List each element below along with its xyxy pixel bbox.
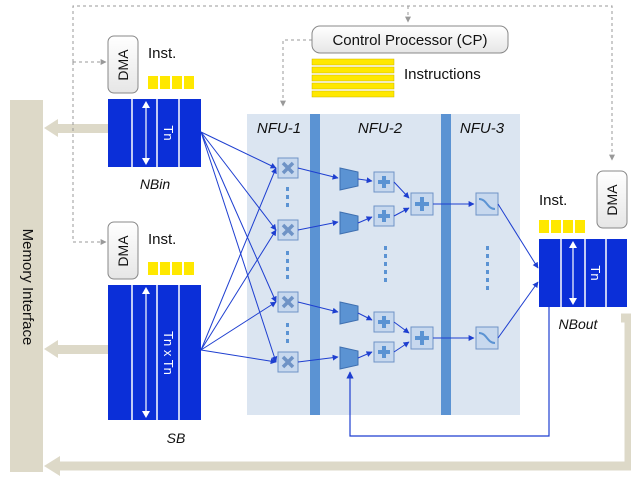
control-line-dma-sb [72,62,107,245]
nfu-pipeline-bar-1 [310,114,320,415]
multiplier-icon [277,351,299,373]
max-unit-icon [339,346,359,370]
nbin-dma-box [107,35,139,94]
max-unit-icon [339,211,359,235]
nbin-size-label: Tn [161,125,176,140]
sb-inst-queue [148,262,194,275]
memory-interface-label: Memory Interface [19,229,36,346]
nbin-inst-label: Inst. [148,45,176,62]
nfu2-units [339,167,434,370]
nfu1-label: NFU-1 [257,120,301,137]
nfu3-label: NFU-3 [460,120,505,137]
nbin-bus [56,124,108,133]
adder-icon [373,311,395,333]
max-unit-icon [339,167,359,191]
nbin-bus-arrowhead [44,119,58,137]
adder-icon [410,326,434,350]
adder-icon [373,341,395,363]
nbout-return-path [58,313,631,471]
adder-icon [373,205,395,227]
sb-inst-label: Inst. [148,231,176,248]
multiplier-icon [277,157,299,179]
nfu2-to-nfu3-wires [433,201,475,341]
nfu1-to-nfu2-wires [297,167,339,363]
input-wires [200,131,278,365]
nfu2-label: NFU-2 [358,120,403,137]
sb-unit: DMA Inst. Tn x Tn SB [107,221,201,446]
sb-buffer [108,285,201,420]
ellipsis-dots [384,246,387,282]
nbout-dma-label: DMA [604,184,620,216]
multiplier-icon [277,219,299,241]
nbin-buffer [108,99,201,167]
control-line-cp-nfu [280,39,312,107]
feedback-path [346,307,550,437]
sb-dma-box [107,221,139,280]
sb-label: SB [167,430,186,446]
activation-icon [475,192,499,216]
control-lines [72,5,615,245]
nfu3-units [475,192,499,350]
control-line-top [72,5,615,161]
nbout-buffer [539,239,627,307]
nbin-label: NBin [140,176,171,192]
nfu-pipeline-bar-2 [441,114,451,415]
instructions-label: Instructions [404,66,481,83]
nbout-dma-box [596,170,628,229]
nbout-size-label: Tn [588,265,603,280]
control-processor-box [311,25,509,54]
adder-icon [410,192,434,216]
return-arrowhead [44,456,60,476]
nbout-inst-label: Inst. [539,192,567,209]
ellipsis-dots [286,187,289,343]
nbin-unit: DMA Inst. Tn NBin [107,35,201,192]
ellipsis-dots [486,246,489,290]
nbout-inst-queue [539,220,585,233]
memory-interface: Memory Interface [10,100,631,476]
control-processor-label: Control Processor (CP) [332,32,487,49]
activation-icon [475,326,499,350]
max-unit-icon [339,301,359,325]
instruction-stack [311,58,395,98]
nbout-unit: DMA Inst. Tn NBout [539,170,628,332]
sb-size-label: Tn x Tn [161,331,176,375]
sb-bus [56,345,108,354]
nfu3-to-nbout-wires [497,203,539,339]
sb-dma-label: DMA [115,235,131,267]
nbin-dma-label: DMA [115,49,131,81]
multiplier-icon [277,291,299,313]
adder-icon [373,171,395,193]
nbout-label: NBout [559,316,599,332]
sb-bus-arrowhead [44,340,58,358]
memory-interface-bar [10,100,43,472]
nbin-inst-queue [148,76,194,89]
nfu1-multipliers [277,157,299,373]
